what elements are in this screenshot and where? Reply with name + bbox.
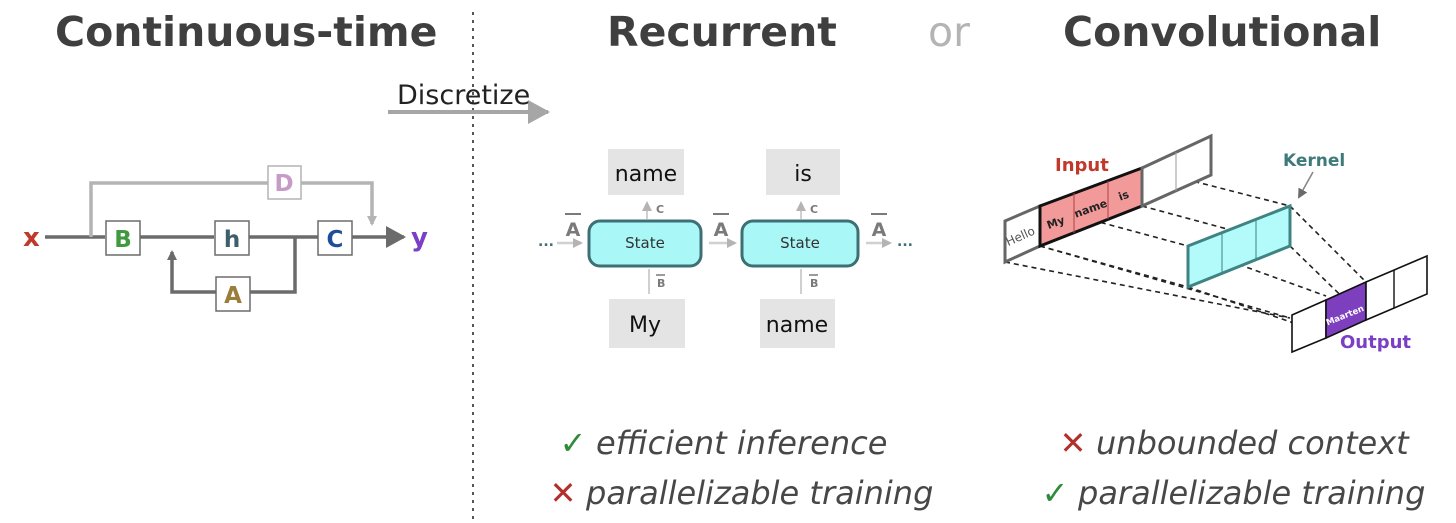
kernel-strip: [1186, 203, 1292, 290]
header-convolutional: Convolutional: [1063, 8, 1382, 56]
block-d-box: [267, 165, 302, 200]
verdict-text: efficient inference: [596, 424, 888, 462]
check-icon: ✓: [559, 424, 587, 462]
output-token-box-2: [766, 149, 840, 195]
verdict-text: parallelizable training: [586, 474, 934, 512]
continuous-diagram: x y B h C A D: [23, 165, 428, 312]
wire-loop-in: [167, 250, 216, 294]
block-c-box: [317, 220, 353, 256]
input-token-2: name: [766, 313, 828, 338]
input-label: Input: [1055, 155, 1109, 176]
leading-ellipsis: ...: [538, 234, 554, 250]
block-h-label: h: [224, 227, 240, 253]
header-recurrent: Recurrent: [607, 8, 837, 56]
b-label-1: B: [657, 277, 665, 290]
convolutional-verdict-2: ✓parallelizable training: [1040, 474, 1426, 512]
output-label: Output: [1340, 332, 1411, 353]
wire-skip-in: [89, 181, 268, 237]
cross-icon: ✕: [1059, 424, 1087, 462]
input-token-1: My: [629, 313, 661, 338]
a-bar-label-2: A: [714, 219, 729, 241]
wire-skip-out: [301, 181, 377, 226]
c-label-2: C: [810, 203, 818, 216]
input-token-is: is: [1117, 188, 1132, 204]
header-or: or: [928, 8, 970, 56]
block-d-label: D: [274, 171, 293, 197]
recurrent-verdict-1: ✓efficient inference: [558, 424, 888, 462]
convolutional-diagram: Hello My name is Kernel Maarten Input Ou…: [1003, 133, 1428, 354]
cross-icon: ✕: [549, 474, 577, 512]
check-icon: ✓: [1041, 474, 1069, 512]
kernel-pointer: [1298, 171, 1314, 199]
block-c-label: C: [327, 227, 344, 253]
state-label-1: State: [625, 234, 665, 252]
state-cell-1: [587, 219, 703, 268]
verdict-text: unbounded context: [1096, 424, 1409, 462]
kernel-label: Kernel: [1283, 151, 1345, 171]
output-y-label: y: [411, 223, 428, 253]
convolutional-verdict-1: ✕unbounded context: [1058, 424, 1409, 462]
header-continuous-time: Continuous-time: [55, 8, 438, 56]
block-h-box: [214, 220, 250, 256]
output-token-2: is: [794, 162, 812, 187]
a-bar-label-1: A: [566, 219, 581, 241]
recurrent-diagram: ... A State A State A ... name is C C My: [538, 149, 913, 348]
output-token-1: name: [615, 162, 677, 187]
output-cells-right: [1365, 254, 1428, 322]
input-token-box-1: [609, 299, 685, 348]
output-cell-left: [1291, 298, 1327, 354]
input-x-label: x: [23, 223, 40, 253]
state-label-2: State: [780, 234, 820, 252]
input-token-box-2: [760, 299, 835, 348]
verdict-text: parallelizable training: [1078, 474, 1426, 512]
block-a-label: A: [224, 283, 242, 309]
a-bar-label-3: A: [872, 219, 887, 241]
c-label-1: C: [656, 203, 664, 216]
output-token-box-1: [608, 149, 684, 195]
state-cell-2: [740, 219, 860, 268]
b-label-2: B: [810, 277, 818, 290]
wire-loop-out: [250, 237, 297, 294]
input-token-my: My: [1045, 214, 1066, 232]
block-b-box: [105, 220, 141, 256]
block-a-box: [215, 276, 251, 312]
recurrent-verdict-2: ✕parallelizable training: [548, 474, 934, 512]
trailing-ellipsis: ...: [897, 234, 913, 250]
block-b-label: B: [114, 227, 132, 253]
discretize-label: Discretize: [397, 80, 530, 111]
